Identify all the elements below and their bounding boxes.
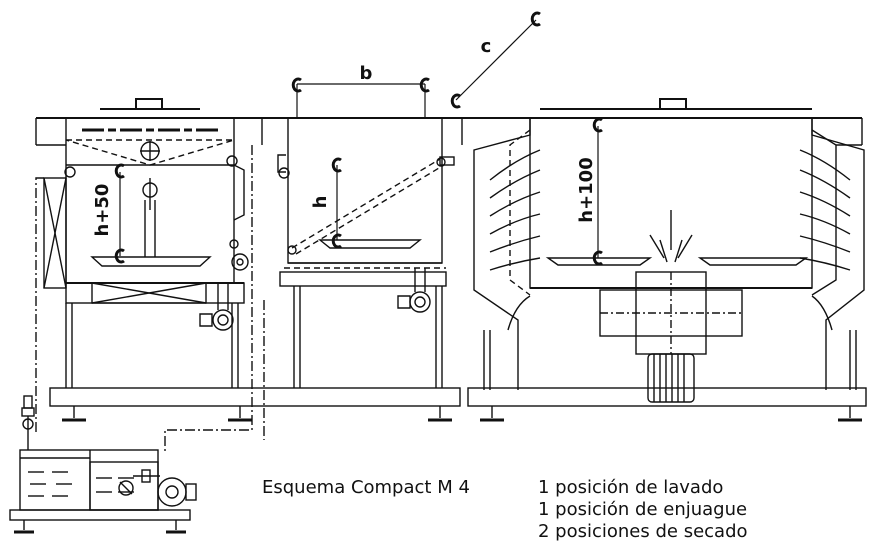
label-h-plus-100: h+100 [576, 157, 597, 222]
legend-item-rinse: 1 posición de enjuague [538, 499, 748, 520]
legend-item-dry: 2 posiciones de secado [538, 521, 748, 542]
legend-item-wash: 1 posición de lavado [538, 477, 724, 498]
label-h-plus-50: h+50 [92, 184, 113, 237]
piping [35, 145, 265, 452]
base-frame-left [49, 387, 461, 407]
label-c: c [481, 36, 492, 57]
washing-station [35, 98, 262, 388]
dimension-lines [119, 19, 599, 258]
water-tank-unit [9, 395, 197, 534]
machine-feet [62, 406, 862, 422]
base-frame-right [467, 387, 867, 407]
position-markers [114, 11, 603, 266]
label-b: b [360, 63, 373, 84]
diagram-title: Esquema Compact M 4 [262, 477, 470, 498]
rinsing-station [261, 117, 462, 388]
drying-station [461, 98, 865, 403]
label-h: h [310, 196, 331, 209]
